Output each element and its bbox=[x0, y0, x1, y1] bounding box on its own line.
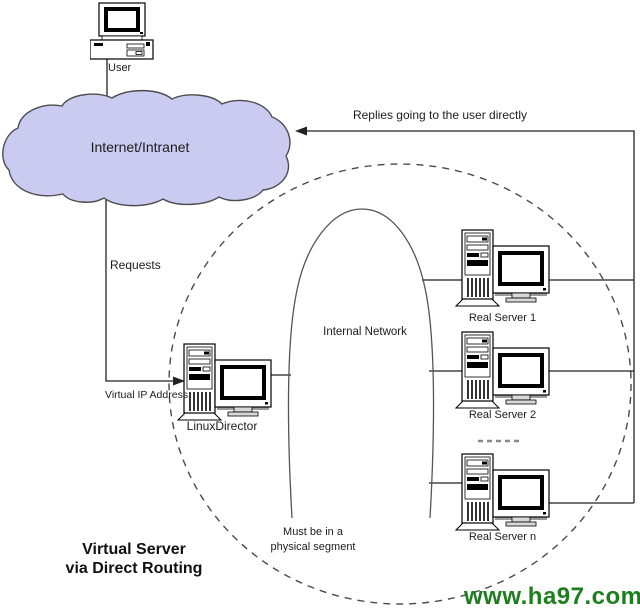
physical-segment-note: Must be in a physical segment bbox=[252, 525, 374, 555]
linux-director-icon bbox=[177, 343, 272, 421]
virtual-ip-label: Virtual IP Address bbox=[105, 389, 189, 401]
cloud-label: Internet/Intranet bbox=[90, 139, 190, 155]
requests-arrowhead-icon bbox=[173, 376, 185, 386]
director-label: LinuxDirector bbox=[186, 419, 258, 433]
connector-replies-trunk bbox=[306, 130, 635, 503]
real-server-1-label: Real Server 1 bbox=[468, 312, 537, 324]
connector-cloud-to-director bbox=[105, 195, 174, 382]
physical-segment-note-line2: physical segment bbox=[270, 541, 356, 553]
real-server-n-icon bbox=[455, 453, 550, 531]
real-server-n-label: Real Server n bbox=[468, 531, 537, 543]
real-server-2-icon bbox=[455, 331, 550, 409]
internal-network-arch bbox=[287, 208, 435, 519]
replies-label: Replies going to the user directly bbox=[352, 108, 528, 122]
internet-cloud-shape bbox=[2, 89, 291, 207]
internal-network-label: Internal Network bbox=[323, 326, 407, 338]
physical-segment-dashed-boundary bbox=[168, 163, 632, 605]
diagram-title-line2: via Direct Routing bbox=[65, 560, 203, 577]
replies-arrowhead-icon bbox=[295, 126, 307, 136]
diagram-title-line1: Virtual Server bbox=[82, 541, 186, 558]
requests-label: Requests bbox=[110, 258, 161, 272]
diagram-title: Virtual Server via Direct Routing bbox=[38, 540, 230, 578]
user-label: User bbox=[108, 62, 132, 74]
physical-segment-note-line1: Must be in a bbox=[283, 526, 343, 538]
watermark: www.ha97.com bbox=[464, 583, 640, 610]
real-server-2-label: Real Server 2 bbox=[468, 409, 537, 421]
real-server-1-icon bbox=[455, 229, 550, 307]
user-computer-icon bbox=[90, 2, 154, 60]
